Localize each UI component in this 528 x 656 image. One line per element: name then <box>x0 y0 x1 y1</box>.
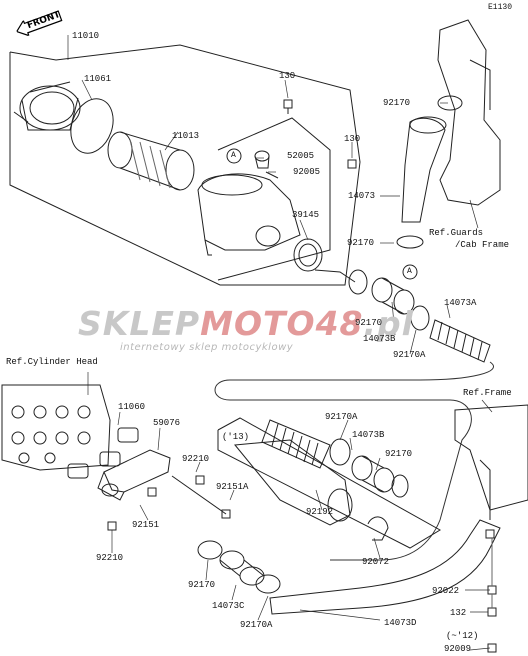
label-92170-a: 92170 <box>383 98 411 108</box>
group-outline-2013 <box>217 417 441 549</box>
front-arrow: FRONT <box>14 9 63 37</box>
label-ref-guards: Ref.Guards <box>429 228 484 238</box>
seal-ring <box>70 98 114 154</box>
air-cleaner-housing <box>197 173 301 256</box>
bolt-92151 <box>147 487 157 497</box>
label-92151: 92151 <box>132 520 160 530</box>
intake-manifold-59076 <box>97 449 171 501</box>
group-outline-housing <box>217 117 331 281</box>
label-year-13: ('13) <box>222 432 250 442</box>
spacer-92210-upper <box>195 475 205 485</box>
clamp-92170-lower <box>197 540 223 560</box>
leader-lines <box>67 35 493 651</box>
label-11013: 11013 <box>172 131 200 141</box>
label-92009: 92009 <box>444 644 472 654</box>
routing-line <box>214 361 494 561</box>
label-92022: 92022 <box>432 586 460 596</box>
bolt-132 <box>487 607 497 617</box>
label-14073A: 14073A <box>444 298 477 308</box>
label-92170A-mid: 92170A <box>325 412 358 422</box>
duct-14073B-mid <box>351 455 395 493</box>
duct-92192 <box>234 439 353 526</box>
marker-a-left-label: A <box>231 151 236 160</box>
filter-element <box>107 131 195 191</box>
label-130-a: 130 <box>279 71 296 81</box>
label-130-b: 130 <box>344 134 361 144</box>
label-11010: 11010 <box>72 31 100 41</box>
air-cleaner-cap <box>13 81 81 131</box>
label-year-12: (~'12) <box>446 631 479 641</box>
gasket-11060 <box>67 427 139 479</box>
label-ref-frame: Ref.Frame <box>463 388 512 398</box>
label-14073B-mid: 14073B <box>352 430 385 440</box>
label-14073: 14073 <box>348 191 376 201</box>
cylinder-head <box>1 384 111 471</box>
fitting <box>254 150 279 179</box>
elbow-duct-14073D <box>269 519 501 615</box>
clamp-92170-mid <box>396 235 424 249</box>
label-92170A-top: 92170A <box>393 350 426 360</box>
label-92170-e: 92170 <box>188 580 216 590</box>
intake-hose-14073 <box>401 116 447 223</box>
label-92170-d: 92170 <box>385 449 413 459</box>
plug-92009 <box>487 643 497 653</box>
label-14073C: 14073C <box>212 601 245 611</box>
frame-section <box>454 404 528 539</box>
label-132: 132 <box>450 608 467 618</box>
label-14073B-top: 14073B <box>363 334 396 344</box>
clamp-92170-mid-right <box>391 474 409 498</box>
marker-a-right-label: A <box>407 267 412 276</box>
label-92005: 92005 <box>293 167 321 177</box>
clamp-92170A-mid <box>329 438 351 466</box>
clip-92072 <box>367 516 389 541</box>
watermark-logo: SKLEPMOTO48.pl <box>78 304 414 343</box>
label-92170-c: 92170 <box>355 318 383 328</box>
bolt-92151A <box>171 475 231 519</box>
coupling-39145 <box>293 238 323 272</box>
label-92210-b: 92210 <box>96 553 124 563</box>
frame-guard-tube <box>437 19 501 206</box>
label-92072: 92072 <box>362 557 390 567</box>
label-59076: 59076 <box>153 418 181 428</box>
label-92170-b: 92170 <box>347 238 375 248</box>
label-11060: 11060 <box>118 402 146 412</box>
spacer-92210-lower <box>107 521 117 531</box>
clamp-92170-upper <box>437 95 463 111</box>
clamp-92170A-lower <box>255 574 281 594</box>
clamp-92170A-upper <box>410 305 430 331</box>
label-14073D: 14073D <box>384 618 417 628</box>
label-cab-frame: /Cab Frame <box>455 240 510 250</box>
label-92210-a: 92210 <box>182 454 210 464</box>
label-39145: 39145 <box>292 210 320 220</box>
label-92192: 92192 <box>306 507 334 517</box>
bolt-130-top <box>283 99 293 114</box>
label-11061: 11061 <box>84 74 112 84</box>
ref-marker-a-right <box>402 264 418 280</box>
clamp-92170-left-mid <box>348 269 368 295</box>
label-92151A: 92151A <box>216 482 249 492</box>
label-92170A-bot: 92170A <box>240 620 273 630</box>
bellows-14073A <box>429 319 491 363</box>
bolt-130-right <box>347 159 357 169</box>
watermark-tagline: internetowy sklep motocyklowy <box>120 342 294 353</box>
group-outline-aircleaner <box>9 44 361 286</box>
label-ref-cylinder-head: Ref.Cylinder Head <box>6 357 98 367</box>
duct-14073B-upper <box>371 277 415 315</box>
diagram-code: E1130 <box>488 3 513 12</box>
ref-marker-a-left <box>226 148 242 164</box>
label-52005: 52005 <box>287 151 315 161</box>
